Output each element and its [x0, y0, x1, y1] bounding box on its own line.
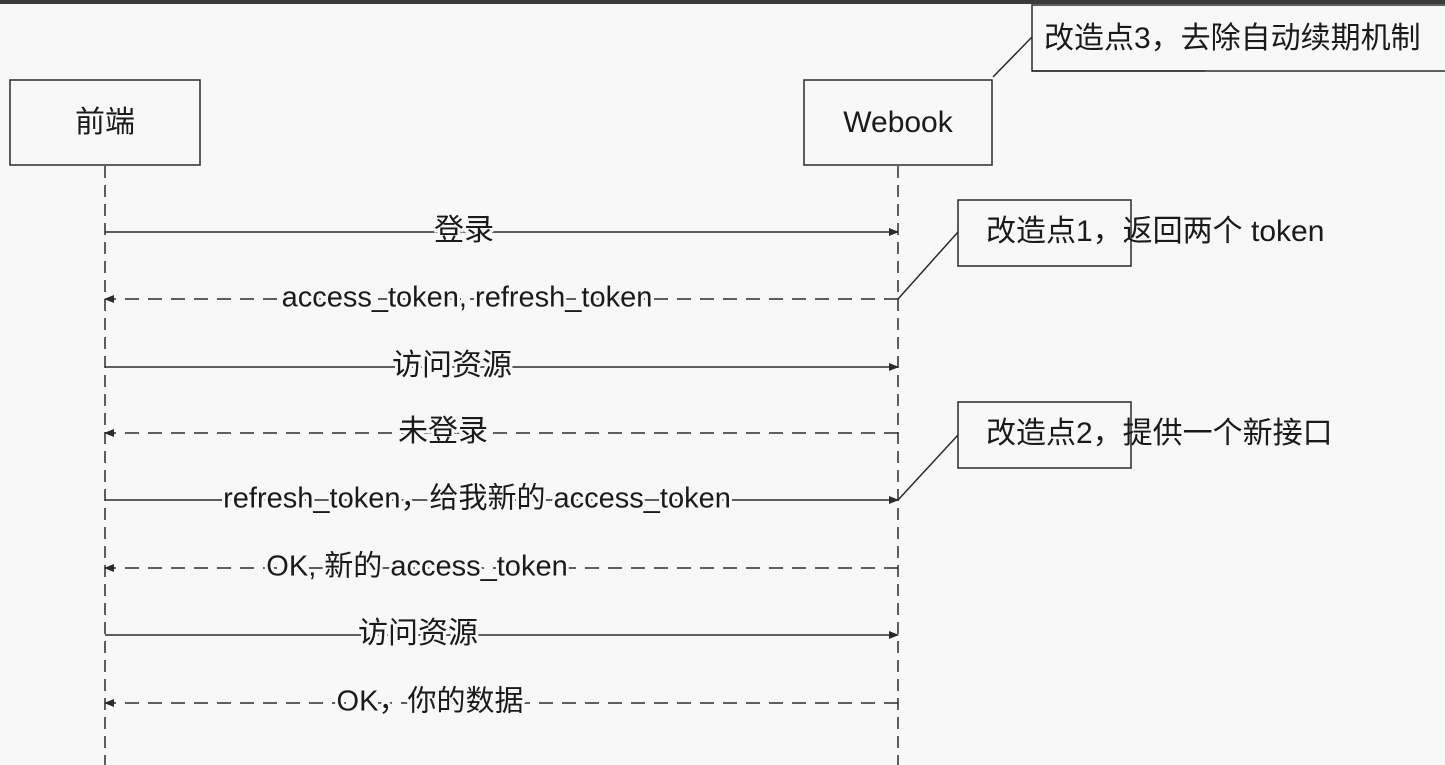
message-8-label: OK，你的数据	[337, 685, 524, 718]
message-2-label: access_token, refresh_token	[282, 282, 653, 314]
message-7-label: 访问资源	[358, 617, 478, 650]
note-1: 改造点1，返回两个 token	[897, 199, 1324, 300]
note-3-text: 改造点3，去除自动续期机制	[1044, 22, 1421, 55]
note-2: 改造点2，提供一个新接口	[897, 401, 1333, 501]
message-6: OK, 新的 access_token	[104, 547, 898, 586]
note-1-connector	[897, 231, 959, 300]
note-1-text: 改造点1，返回两个 token	[986, 215, 1324, 248]
note-2-text: 改造点2，提供一个新接口	[986, 417, 1333, 450]
participant-server: Webook	[803, 79, 993, 166]
note-2-connector	[897, 434, 959, 501]
message-8: OK，你的数据	[104, 682, 898, 721]
message-3: 访问资源	[105, 346, 899, 385]
message-4-label: 未登录	[398, 415, 488, 448]
message-2: access_token, refresh_token	[104, 279, 898, 317]
top-window-edge	[0, 0, 1445, 4]
message-5-label: refresh_token，给我新的 access_token	[223, 482, 731, 515]
message-1-label: 登录	[434, 214, 494, 247]
message-6-label: OK, 新的 access_token	[266, 550, 567, 583]
message-7: 访问资源	[105, 614, 899, 653]
message-1: 登录	[105, 211, 899, 250]
message-3-label: 访问资源	[392, 349, 512, 382]
note-3: 改造点3，去除自动续期机制	[992, 4, 1445, 78]
participant-server-label: Webook	[843, 106, 954, 139]
note-3-connector	[992, 36, 1033, 78]
message-4: 未登录	[104, 412, 898, 451]
participant-frontend-label: 前端	[75, 106, 135, 139]
message-5: refresh_token，给我新的 access_token	[105, 479, 899, 518]
participant-frontend: 前端	[9, 79, 201, 166]
